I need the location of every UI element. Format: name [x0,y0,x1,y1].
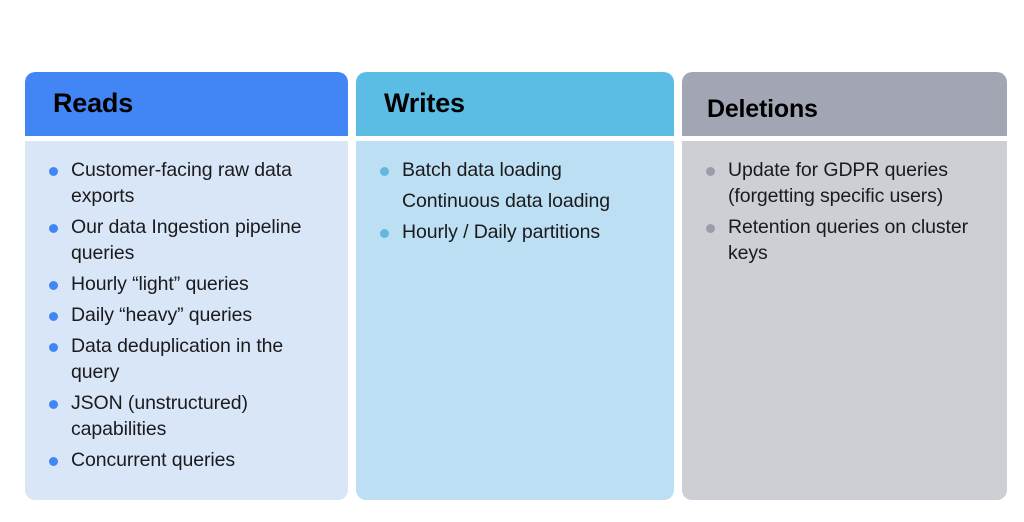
bullet-dot-icon [49,343,58,352]
column-card-writes: Writes Batch data loading Continuous dat… [356,72,674,500]
bullet-dot-icon [49,281,58,290]
list-item-label: Retention queries on cluster keys [728,216,969,264]
list-item: Concurrent queries [39,447,334,473]
column-card-deletions: Deletions Update for GDPR queries (forge… [682,72,1007,500]
comparison-columns: Reads Customer-facing raw data exports O… [25,72,1007,500]
column-body-deletions: Update for GDPR queries (forgetting spec… [682,141,1007,500]
bullet-dot-icon [706,224,715,233]
list-item-label: Update for GDPR queries (forgetting spec… [728,159,948,207]
list-item-label: Batch data loading [402,159,562,181]
list-item-label: Concurrent queries [71,449,236,471]
list-item-label: Our data Ingestion pipeline queries [71,216,302,264]
bullet-dot-icon [706,167,715,176]
bullet-list-reads: Customer-facing raw data exports Our dat… [39,157,334,473]
header-body-divider-reads [25,136,348,141]
bullet-dot-icon [49,400,58,409]
bullet-list-deletions: Update for GDPR queries (forgetting spec… [696,157,993,266]
bullet-dot-icon [49,457,58,466]
list-item-label: Continuous data loading [402,190,611,212]
list-item-label: Data deduplication in the query [71,335,284,383]
list-item: JSON (unstructured) capabilities [39,390,334,442]
list-item: Daily “heavy” queries [39,302,334,328]
header-body-divider-writes [356,136,674,141]
column-header-writes: Writes [356,72,674,136]
bullet-list-writes: Batch data loading Continuous data loadi… [370,157,660,245]
column-header-deletions: Deletions [682,72,1007,136]
list-item: Update for GDPR queries (forgetting spec… [696,157,993,209]
bullet-dot-icon [49,312,58,321]
list-item-label: Daily “heavy” queries [71,304,253,326]
bullet-dot-icon [380,167,389,176]
list-item-label: Customer-facing raw data exports [71,159,292,207]
column-card-reads: Reads Customer-facing raw data exports O… [25,72,348,500]
bullet-dot-icon-hidden [380,198,389,207]
column-body-reads: Customer-facing raw data exports Our dat… [25,141,348,500]
bullet-dot-icon [380,229,389,238]
column-header-reads: Reads [25,72,348,136]
list-item: Continuous data loading [370,188,660,214]
list-item-label: Hourly “light” queries [71,273,249,295]
list-item: Customer-facing raw data exports [39,157,334,209]
column-title-deletions: Deletions [707,94,818,123]
column-body-writes: Batch data loading Continuous data loadi… [356,141,674,500]
list-item: Retention queries on cluster keys [696,214,993,266]
header-body-divider-deletions [682,136,1007,141]
list-item: Batch data loading [370,157,660,183]
bullet-dot-icon [49,167,58,176]
list-item-label: JSON (unstructured) capabilities [71,392,248,440]
list-item-label: Hourly / Daily partitions [402,221,600,243]
list-item: Our data Ingestion pipeline queries [39,214,334,266]
column-title-reads: Reads [53,87,134,118]
column-title-writes: Writes [384,87,465,118]
list-item: Data deduplication in the query [39,333,334,385]
bullet-dot-icon [49,224,58,233]
list-item: Hourly / Daily partitions [370,219,660,245]
list-item: Hourly “light” queries [39,271,334,297]
